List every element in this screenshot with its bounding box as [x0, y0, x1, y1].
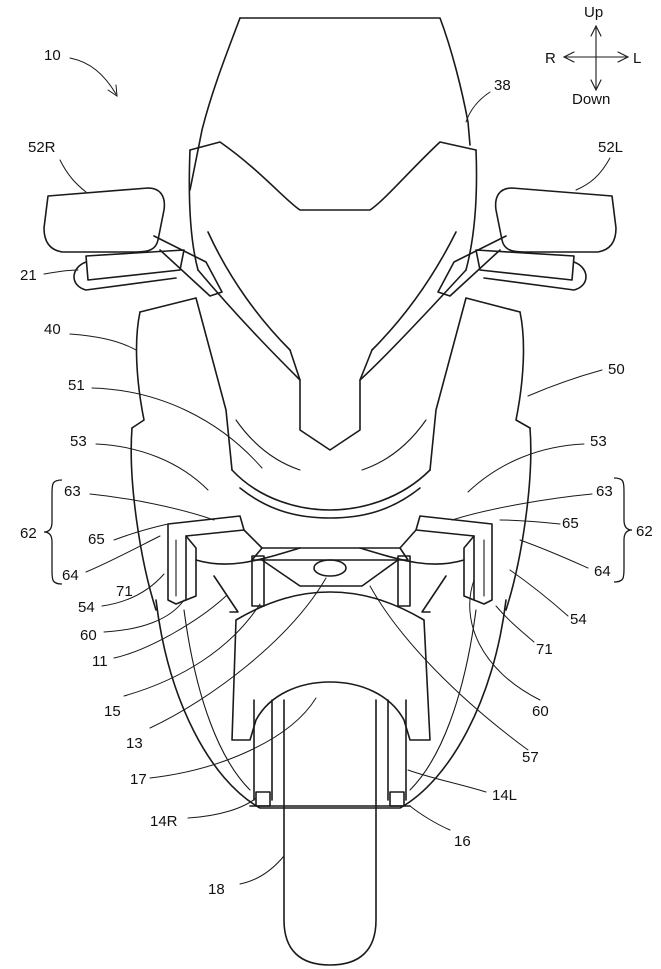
front-fender — [231, 591, 431, 741]
label-57: 57 — [522, 749, 539, 766]
windscreen — [189, 17, 477, 211]
label-64-right: 64 — [62, 567, 79, 584]
front-wheel — [283, 699, 377, 966]
label-65-left: 65 — [562, 515, 579, 532]
reference-numeral-10: 10 — [44, 47, 118, 97]
label-53-right: 53 — [70, 433, 87, 450]
label-15: 15 — [104, 703, 121, 720]
label-14R: 14R — [150, 813, 178, 830]
front-panel — [231, 419, 431, 519]
compass-left-label: L — [633, 50, 641, 67]
fork-left — [387, 699, 407, 807]
leader-lines — [43, 91, 611, 885]
label-21: 21 — [20, 267, 37, 284]
label-51: 51 — [68, 377, 85, 394]
label-52R: 52R — [28, 139, 56, 156]
compass-up-label: Up — [584, 4, 603, 21]
label-17: 17 — [130, 771, 147, 788]
label-13: 13 — [126, 735, 143, 752]
label-71-left: 71 — [536, 641, 553, 658]
label-63-left: 63 — [596, 483, 613, 500]
label-40: 40 — [44, 321, 61, 338]
front-cover-right — [130, 297, 233, 611]
label-60-left: 60 — [532, 703, 549, 720]
handlebar-left — [475, 249, 587, 291]
direction-compass: Up Down R L — [545, 4, 641, 108]
label-60-right: 60 — [80, 627, 97, 644]
label-54-left: 54 — [570, 611, 587, 628]
label-14L: 14L — [492, 787, 517, 804]
front-cover-left — [429, 297, 532, 611]
label-62-right: 62 — [20, 525, 37, 542]
brace-62-right — [43, 479, 63, 585]
compass-down-label: Down — [572, 91, 610, 108]
brace-62-left — [613, 477, 633, 583]
label-11: 11 — [92, 653, 108, 670]
handlebar-right — [73, 249, 185, 291]
label-62-left: 62 — [636, 523, 653, 540]
mirror-right — [43, 187, 223, 297]
label-64-left: 64 — [594, 563, 611, 580]
label-10: 10 — [44, 47, 61, 64]
duct-assembly-left — [359, 515, 493, 605]
compass-right-label: R — [545, 50, 556, 67]
label-54-right: 54 — [78, 599, 95, 616]
upper-cowl — [188, 149, 478, 451]
label-65-right: 65 — [88, 531, 105, 548]
label-16: 16 — [454, 833, 471, 850]
fork-right — [253, 699, 273, 807]
label-52L: 52L — [598, 139, 623, 156]
mirror-left — [437, 187, 617, 297]
duct-assembly-right — [167, 515, 301, 605]
label-71-right: 71 — [116, 583, 133, 600]
label-53-left: 53 — [590, 433, 607, 450]
lower-housing — [213, 529, 447, 613]
label-38: 38 — [494, 77, 511, 94]
label-63-right: 63 — [64, 483, 81, 500]
leg-shield — [155, 599, 507, 809]
label-50: 50 — [608, 361, 625, 378]
label-18: 18 — [208, 881, 225, 898]
